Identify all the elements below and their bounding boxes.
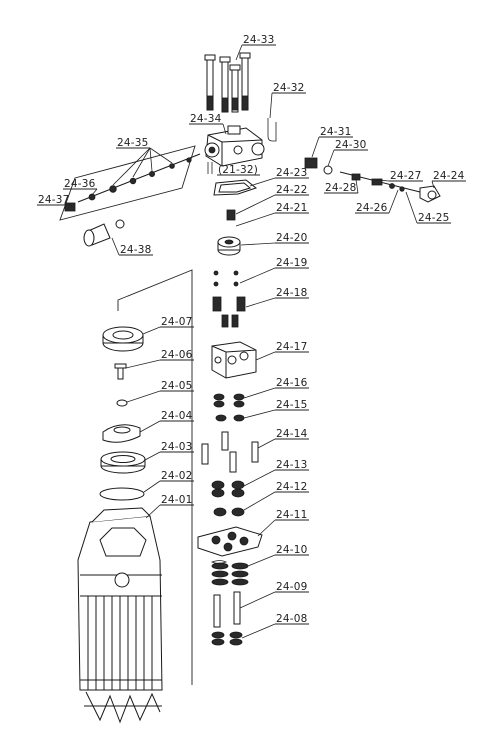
label-24-24: 24-24 bbox=[433, 170, 465, 182]
label-24-15: 24-15 bbox=[276, 399, 308, 411]
label-24-28: 24-28 bbox=[325, 182, 357, 194]
motor-group-bracket bbox=[117, 269, 193, 685]
label-24-21: 24-21 bbox=[276, 202, 308, 214]
label-24-10: 24-10 bbox=[276, 544, 308, 556]
pump-cylinder-block bbox=[211, 341, 257, 379]
screw bbox=[114, 363, 127, 380]
label-24-37: 24-37 bbox=[38, 194, 70, 206]
label-24-32: 24-32 bbox=[273, 82, 305, 94]
label-24-04: 24-04 bbox=[161, 410, 193, 422]
unloader-assembly-left bbox=[59, 145, 201, 247]
label-24-05: 24-05 bbox=[161, 380, 193, 392]
wobble-plate bbox=[197, 526, 263, 557]
label-24-06: 24-06 bbox=[161, 349, 193, 361]
label-24-16: 24-16 bbox=[276, 377, 308, 389]
label-24-23: 24-23 bbox=[276, 167, 308, 179]
callout-labels: 24-33 24-32 24-34 24-35 24-31 24-30 (21-… bbox=[37, 34, 466, 639]
unloader-assembly-right bbox=[304, 157, 441, 203]
label-24-33: 24-33 bbox=[243, 34, 275, 46]
head-bolts bbox=[204, 52, 251, 113]
label-24-20: 24-20 bbox=[276, 232, 308, 244]
label-24-27: 24-27 bbox=[390, 170, 422, 182]
label-24-09: 24-09 bbox=[276, 581, 308, 593]
label-24-01: 24-01 bbox=[161, 494, 193, 506]
label-24-19: 24-19 bbox=[276, 257, 308, 269]
motor-housing bbox=[77, 507, 163, 691]
label-24-26: 24-26 bbox=[356, 202, 388, 214]
label-24-18: 24-18 bbox=[276, 287, 308, 299]
label-24-07: 24-07 bbox=[161, 316, 193, 328]
cam bbox=[102, 424, 141, 443]
bearing-seal bbox=[102, 326, 144, 352]
label-24-34: 24-34 bbox=[190, 113, 222, 125]
retaining-clip bbox=[267, 118, 277, 142]
label-21-32: (21-32) bbox=[218, 164, 258, 176]
label-24-22: 24-22 bbox=[276, 184, 308, 196]
thrust-bearing bbox=[100, 451, 146, 474]
label-24-36: 24-36 bbox=[64, 178, 96, 190]
label-24-31: 24-31 bbox=[320, 126, 352, 138]
label-24-08: 24-08 bbox=[276, 613, 308, 625]
label-24-03: 24-03 bbox=[161, 441, 193, 453]
label-24-35: 24-35 bbox=[117, 137, 149, 149]
label-24-11: 24-11 bbox=[276, 509, 308, 521]
manifold-gasket bbox=[213, 179, 258, 196]
label-24-12: 24-12 bbox=[276, 481, 308, 493]
label-24-38: 24-38 bbox=[120, 244, 152, 256]
label-24-17: 24-17 bbox=[276, 341, 308, 353]
washer bbox=[116, 399, 128, 407]
piston-springs bbox=[210, 560, 249, 586]
label-24-25: 24-25 bbox=[418, 212, 450, 224]
pump-manifold bbox=[204, 125, 265, 167]
motor-fan bbox=[84, 691, 162, 724]
label-24-02: 24-02 bbox=[161, 470, 193, 482]
label-24-13: 24-13 bbox=[276, 459, 308, 471]
label-24-30: 24-30 bbox=[335, 139, 367, 151]
o-ring bbox=[99, 487, 145, 501]
pistons bbox=[211, 591, 243, 646]
valve-stack-upper bbox=[212, 209, 246, 328]
valve-stack-middle bbox=[201, 393, 259, 517]
label-24-14: 24-14 bbox=[276, 428, 308, 440]
